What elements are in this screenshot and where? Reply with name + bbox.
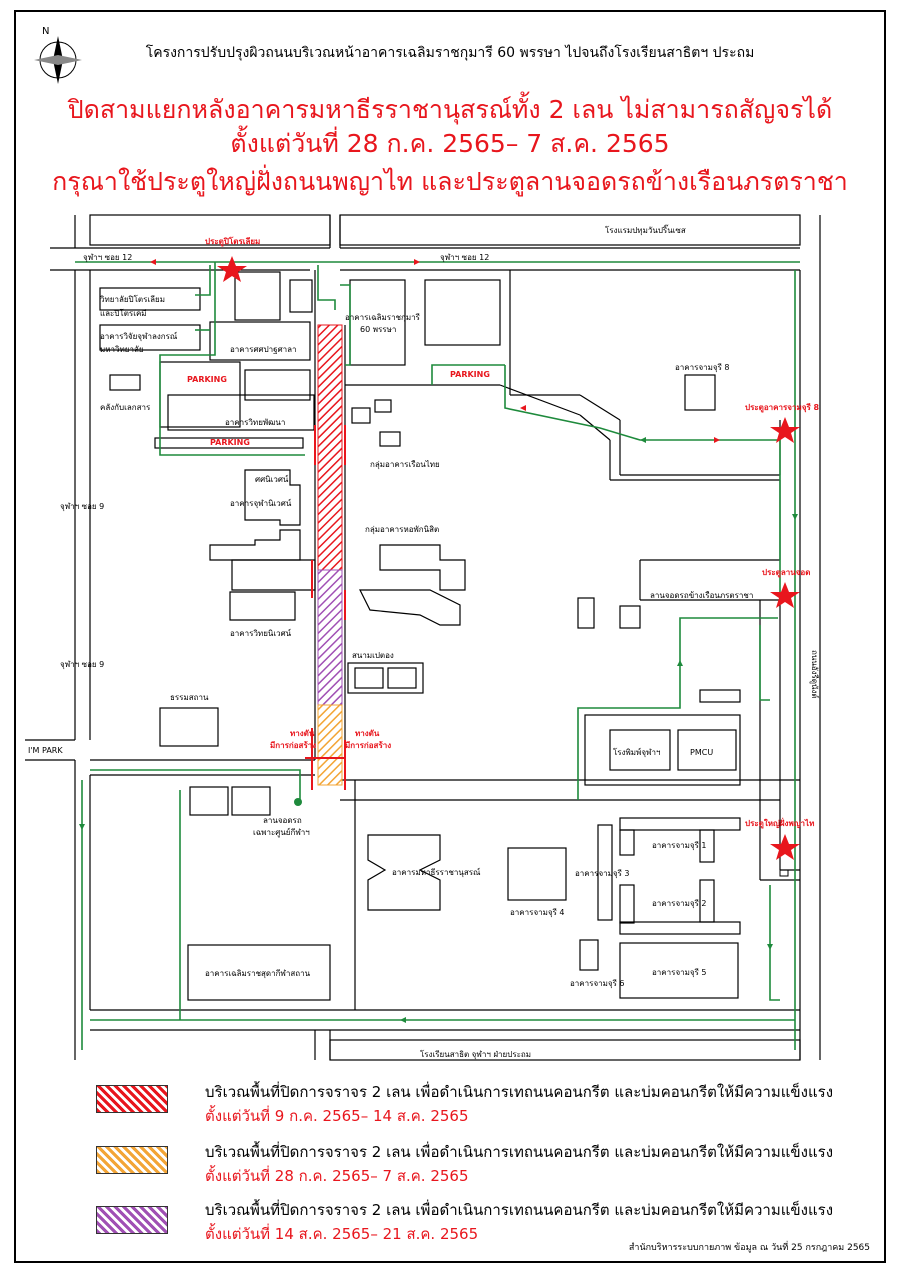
building-label: โรงเรียนสาธิต จุฬาฯ ฝ่ายประถม: [420, 1049, 531, 1059]
gate-star-icon: [217, 256, 247, 282]
road-label: จุฬาฯ ซอย 12: [440, 253, 489, 262]
legend-desc: บริเวณพื้นที่ปิดการจราจร 2 เลน เพื่อดำเน…: [205, 1083, 834, 1101]
building-label: อาคารจามจุรี 4: [510, 908, 565, 917]
building-label: อาคารวิทยพัฒนา: [225, 418, 285, 427]
gate-star-icon: [770, 417, 800, 443]
building-label: อาคารจามจุรี 2: [652, 899, 707, 908]
closure-zone-purple: [317, 569, 343, 706]
dead-end-note: ทางตัน: [355, 729, 380, 738]
gate-star-icon: [770, 834, 800, 860]
gate-label: ประตูลานจอด: [762, 568, 810, 578]
parking-label: PARKING: [210, 438, 250, 447]
gate-label: ประตูปิโตรเลียม: [205, 236, 260, 247]
building-label: อาคารวิทยนิเวศน์: [230, 628, 292, 638]
building-label: สนามเปตอง: [352, 651, 394, 660]
closure-title: ปิดสามแยกหลังอาคารมหาธีรราชานุสรณ์ทั้ง 2…: [67, 95, 833, 124]
building-label: อาคารจามจุรี 3: [575, 869, 630, 878]
building-label: อาคารจุฬานิเวศน์: [230, 498, 292, 508]
road-label: I'M PARK: [28, 746, 63, 755]
legend-swatch-red: [96, 1085, 168, 1113]
building-label: โรงพิมพ์จุฬาฯ: [613, 747, 660, 757]
legend-date: ตั้งแต่วันที่ 9 ก.ค. 2565– 14 ส.ค. 2565: [205, 1107, 469, 1125]
building-label: ธรรมสถาน: [170, 693, 209, 702]
road-label: จุฬาฯ ซอย 9: [60, 502, 104, 511]
building-label: อาคารมหาธีรราชานุสรณ์: [392, 867, 481, 877]
road-label: จุฬาฯ ซอย 9: [60, 660, 104, 669]
building-label: คลังกับเลกสาร: [100, 403, 151, 412]
legend-desc: บริเวณพื้นที่ปิดการจราจร 2 เลน เพื่อดำเน…: [205, 1143, 834, 1161]
building-label: อาคารวิจัยจุฬาลงกรณ์: [100, 331, 178, 341]
building-label: อาคารเฉลิมราชสุดากีฬาสถาน: [205, 969, 311, 978]
gate-label: ประตูอาคารจามจุรี 8: [745, 402, 820, 413]
building-label: อาคารจามจุรี 6: [570, 979, 625, 988]
building-label: วิทยาลัยปิโตรเลียม: [99, 294, 165, 304]
dead-end-note: มีการก่อสร้าง: [345, 740, 391, 750]
compass-north-label: N: [42, 26, 49, 37]
road-label: ถนนอังรีดูนังต์: [809, 650, 820, 699]
building-label: อาคารศศปาฐศาลา: [230, 345, 297, 354]
building-label: ลานจอดรถ: [263, 816, 302, 825]
building-label: 60 พรรษา: [360, 325, 396, 334]
legend-desc: บริเวณพื้นที่ปิดการจราจร 2 เลน เพื่อดำเน…: [205, 1201, 834, 1219]
building-label: กลุ่มอาคารเรือนไทย: [370, 460, 440, 469]
building-label: ศศนิเวศน์: [255, 474, 289, 484]
closure-zone-red: [317, 324, 343, 571]
parking-label: PARKING: [187, 375, 227, 384]
legend-swatch-orange: [96, 1146, 168, 1174]
gate-label: ประตูใหญ่ฝั่งพญาไท: [745, 817, 814, 829]
map-frame: [14, 10, 886, 1263]
gate-star-icon: [770, 582, 800, 608]
building-label: มหาวิทยาลัย: [100, 345, 144, 354]
building-label: PMCU: [690, 748, 713, 757]
building-label: อาคารจามจุรี 5: [652, 968, 707, 977]
project-subtitle: โครงการปรับปรุงผิวถนนบริเวณหน้าอาคารเฉลิ…: [145, 45, 755, 61]
closure-zone-orange: [317, 704, 343, 786]
data-credit: สำนักบริหารระบบกายภาพ ข้อมูล ณ วันที่ 25…: [628, 1243, 870, 1253]
closure-dates: ตั้งแต่วันที่ 28 ก.ค. 2565– 7 ส.ค. 2565: [230, 129, 670, 158]
building-label: กลุ่มอาคารหอพักนิสิต: [365, 525, 439, 534]
building-label: เฉพาะศูนย์กีฬาฯ: [253, 827, 310, 838]
building-label: อาคารจามจุรี 1: [652, 841, 707, 850]
road-label: จุฬาฯ ซอย 12: [83, 253, 132, 262]
building-label: อาคารจามจุรี 8: [675, 363, 730, 372]
compass-icon: N: [34, 26, 82, 84]
legend-date: ตั้งแต่วันที่ 28 ก.ค. 2565– 7 ส.ค. 2565: [205, 1167, 469, 1185]
legend-date: ตั้งแต่วันที่ 14 ส.ค. 2565– 21 ส.ค. 2565: [205, 1225, 479, 1243]
detour-instruction: กรุณาใช้ประตูใหญ่ฝั่งถนนพญาไท และประตูลา…: [52, 167, 848, 196]
building-label: อาคารเฉลิมราชกุมารี: [345, 313, 421, 322]
dead-end-note: มีการก่อสร้าง: [270, 740, 316, 750]
dead-end-note: ทางตัน: [290, 729, 315, 738]
parking-label: PARKING: [450, 370, 490, 379]
building-label: และปิโตรเคมี: [100, 308, 147, 318]
building-label: ลานจอดรถข้างเรือนภรตราชา: [650, 591, 753, 600]
building-label: โรงแรมปทุมวันปริ๊นเซส: [605, 224, 686, 235]
legend-swatch-purple: [96, 1206, 168, 1234]
